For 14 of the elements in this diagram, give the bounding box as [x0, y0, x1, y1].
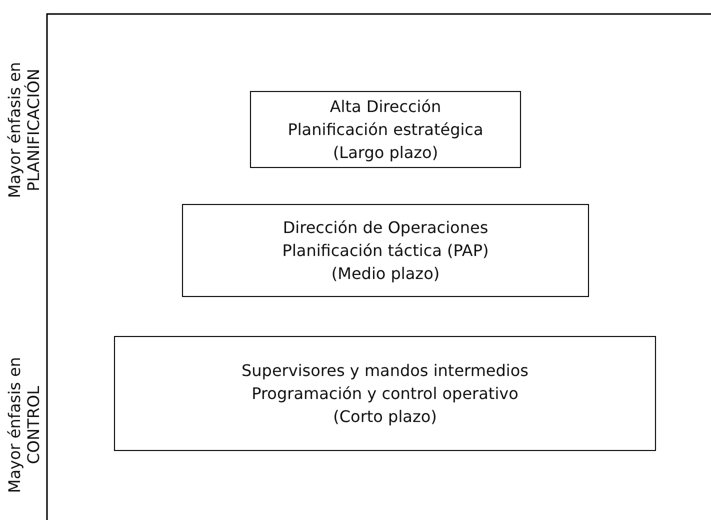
level-box — [250, 91, 521, 168]
level-box — [114, 336, 656, 451]
box-text: (Medio plazo) — [331, 263, 440, 285]
box-text: Supervisores y mandos intermedios — [241, 360, 528, 382]
box-text: Programación y control operativo — [252, 383, 518, 405]
box-text: (Corto plazo) — [333, 406, 437, 428]
axis-label: Mayor énfasis en CONTROL — [5, 356, 43, 496]
box-text: Planificación estratégica — [288, 119, 484, 141]
box-text: (Largo plazo) — [332, 142, 438, 164]
box-text: Dirección de Operaciones — [282, 217, 488, 239]
axis-label: Mayor énfasis en PLANIFICACIÓN — [5, 60, 43, 200]
level-box — [182, 204, 589, 297]
box-text: Alta Dirección — [330, 96, 442, 118]
box-text: Planificación táctica (PAP) — [282, 240, 489, 262]
